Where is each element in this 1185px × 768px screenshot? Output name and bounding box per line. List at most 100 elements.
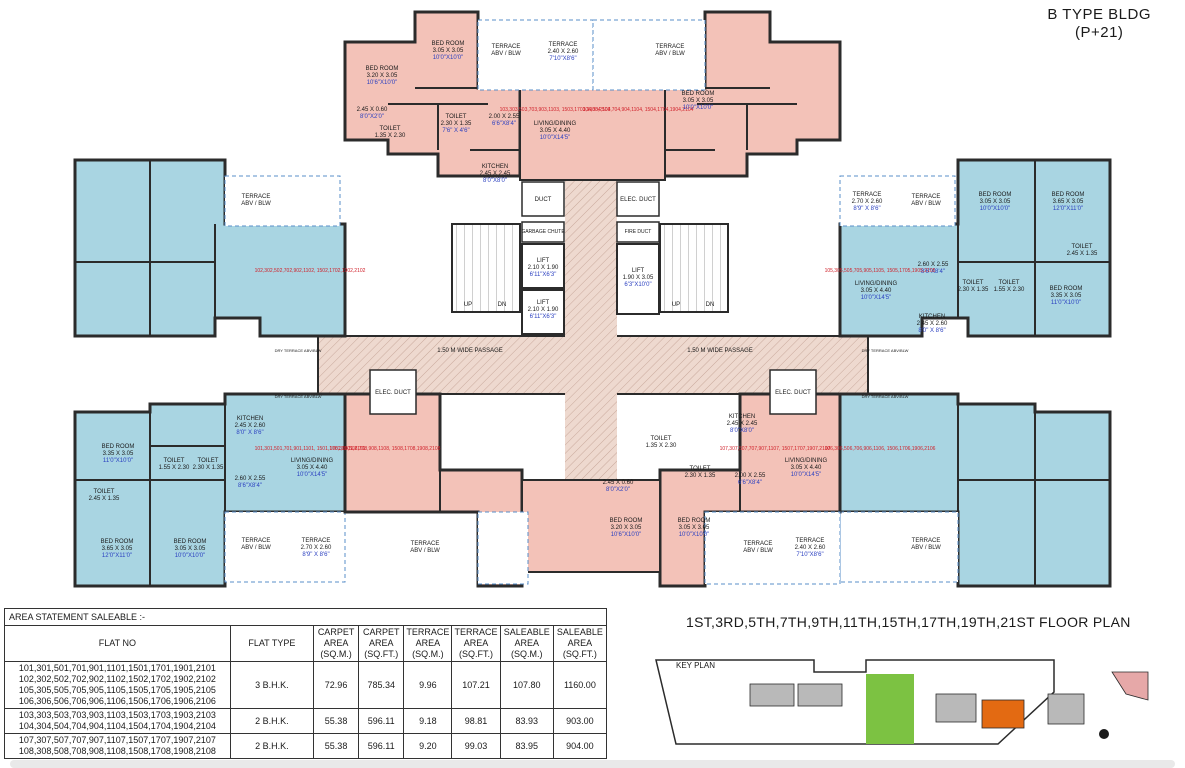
- room-name: TOILET: [999, 280, 1020, 286]
- passage-size-ft: 8'0"X2'0": [360, 114, 384, 120]
- room-size-ft: 10'0"X14'5": [297, 472, 328, 478]
- room-size: 3.65 X 3.05: [102, 546, 133, 552]
- flat-numbers: 107,307,507,707,907,1107, 1507,1707,1907…: [720, 446, 831, 452]
- lift-1: [521, 243, 565, 289]
- passage-size-ft: 8'6"X8'4": [238, 483, 262, 489]
- saleable-sqft-cell: 903.00: [552, 708, 608, 734]
- terrace-lower-center-box: [477, 511, 529, 585]
- terrace-sub: ABV / BLW: [491, 51, 521, 57]
- flat-no-line: 107,307,507,707,907,1107,1507,1707,1907,…: [18, 735, 216, 745]
- terrace-sub: ABV / BLW: [410, 548, 440, 554]
- flat-type-cell: 2 B.H.K.: [229, 708, 315, 734]
- key-plan-building-c: [935, 693, 977, 723]
- core-passage-upper: [565, 180, 617, 340]
- room-size: 2.30 X 1.35: [441, 121, 472, 127]
- flat-numbers: 105,305,505,705,905,1105, 1505,1705,1905…: [825, 268, 936, 274]
- terrace-label: TERRACE: [853, 192, 882, 198]
- terrace-left-lower-box: [224, 511, 346, 583]
- header-saleable-sqm: SALEABLE AREA (SQ.M.): [499, 625, 554, 662]
- room-size-ft: 8'0" X 8'6": [918, 328, 945, 334]
- table-row: 103,303,503,703,903,1103,1503,1703,1903,…: [4, 708, 608, 734]
- center-bottom-bedroom: [521, 479, 661, 573]
- header-carpet-sqft: CARPET AREA (SQ.FT.): [358, 625, 405, 662]
- flat-no-line: 101,301,501,701,901,1101,1501,1701,1901,…: [18, 663, 216, 673]
- room-size: 2.45 X 2.60: [235, 423, 266, 429]
- lift-size-ft: 6'3"X10'0": [624, 282, 651, 288]
- passage-size-ft: 8'6"X8'4": [921, 269, 945, 275]
- room-size: 2.45 X 2.45: [480, 171, 511, 177]
- room-name: BED ROOM: [610, 518, 643, 524]
- lift-2: [521, 289, 565, 335]
- building-type: B TYPE BLDG: [1047, 6, 1151, 23]
- flat-type-cell: 3 B.H.K.: [229, 661, 315, 709]
- area-table-header: FLAT NO FLAT TYPE CARPET AREA (SQ.M.) CA…: [4, 625, 608, 662]
- room-size: 3.05 X 3.05: [433, 48, 464, 54]
- key-plan: KEY PLAN: [655, 659, 1149, 745]
- terrace-top-right-box: [592, 19, 706, 91]
- terrace-label: TERRACE: [411, 541, 440, 547]
- room-name: KITCHEN: [482, 164, 508, 170]
- room-size: 2.45 X 1.35: [89, 496, 120, 502]
- terrace-sub: ABV / BLW: [241, 545, 271, 551]
- room-size-ft: 10'0"X10'0": [679, 532, 710, 538]
- room-name: BED ROOM: [1050, 286, 1083, 292]
- lift-label: LIFT: [632, 268, 645, 274]
- lift-size: 2.10 X 1.90: [528, 307, 559, 313]
- terrace-top-left-box: [477, 19, 594, 91]
- terrace-label: TERRACE: [912, 194, 941, 200]
- key-plan-green-zone: [866, 674, 914, 744]
- stair-dn: DN: [498, 302, 507, 308]
- key-plan-building-b-highlight: [981, 699, 1025, 729]
- lift-3: [616, 243, 660, 315]
- terrace-label: TERRACE: [242, 194, 271, 200]
- key-plan-building-a2: [797, 683, 843, 707]
- dry-terrace: DRY TERRACE ABV/BLW: [275, 348, 322, 353]
- flat-numbers: 103,303,503,703,903,1103, 1503,1703,1903…: [500, 107, 611, 113]
- terrace-size: 2.70 X 2.60: [852, 199, 883, 205]
- top-center-living: [519, 87, 666, 181]
- room-name: BED ROOM: [102, 444, 135, 450]
- room-size: 2.30 X 1.35: [193, 465, 224, 471]
- key-plan-pink-zone: [1111, 671, 1149, 701]
- room-size: 3.05 X 3.05: [175, 546, 206, 552]
- terrace-sqft-cell: 107.21: [451, 661, 501, 709]
- area-table-title: AREA STATEMENT SALEABLE :-: [4, 608, 607, 626]
- terrace-label: TERRACE: [302, 538, 331, 544]
- room-size: 1.35 X 2.30: [375, 133, 406, 139]
- room-name: BED ROOM: [682, 91, 715, 97]
- header-terrace-sqm: TERRACE AREA (SQ.M.): [403, 625, 453, 662]
- passage-label-left: 1.50 M WIDE PASSAGE: [437, 348, 503, 354]
- flat-no-line: 108,308,508,708,908,1108,1508,1708,1908,…: [18, 746, 216, 756]
- terrace-left-upper-box: [224, 175, 341, 227]
- passage-size: 2.00 X 2.55: [735, 473, 766, 479]
- elec-duct-right-box: [769, 369, 817, 415]
- terrace-sqm-cell: 9.96: [403, 661, 453, 709]
- room-name: TOILET: [651, 436, 672, 442]
- flat-no-cell: 107,307,507,707,907,1107,1507,1707,1907,…: [4, 733, 231, 759]
- lift-label: LIFT: [537, 300, 550, 306]
- flat-no-line: 105,305,505,705,905,1105,1505,1705,1905,…: [18, 685, 216, 695]
- passage-size: 2.60 X 2.55: [918, 262, 949, 268]
- passage-size-ft: 6'6"X8'4": [738, 480, 762, 486]
- terrace-sub: ABV / BLW: [911, 201, 941, 207]
- bottom-scroll-strip: [10, 760, 1175, 768]
- passage-size: 2.45 X 0.60: [603, 480, 634, 486]
- terrace-size-ft: 8'9" X 8'6": [853, 206, 880, 212]
- room-name: KITCHEN: [729, 414, 755, 420]
- room-size: 3.05 X 4.40: [791, 465, 822, 471]
- room-size: 3.05 X 4.40: [540, 128, 571, 134]
- room-name: TOILET: [380, 126, 401, 132]
- flat-no-line: 104,304,504,704,904,1104,1504,1704,1904,…: [18, 721, 216, 731]
- room-size-ft: 10'0"X14'5": [540, 135, 571, 141]
- terrace-size: 2.70 X 2.60: [301, 545, 332, 551]
- flat-no-line: 106,306,506,706,906,1106,1506,1706,1906,…: [18, 696, 216, 706]
- room-size: 1.55 X 2.30: [994, 287, 1025, 293]
- stair-dn: DN: [706, 302, 715, 308]
- room-name: LIVING/DINING: [291, 458, 334, 464]
- header-flat-type: FLAT TYPE: [229, 625, 315, 662]
- north-arrow-icon: [1099, 729, 1109, 739]
- room-name: TOILET: [94, 489, 115, 495]
- dry-terrace: DRY TERRACE ABV/BLW: [862, 394, 909, 399]
- floor-plan-drawing: 1.50 M WIDE PASSAGE 1.50 M WIDE PASSAGE …: [73, 10, 1112, 588]
- key-plan-building-a: [749, 683, 795, 707]
